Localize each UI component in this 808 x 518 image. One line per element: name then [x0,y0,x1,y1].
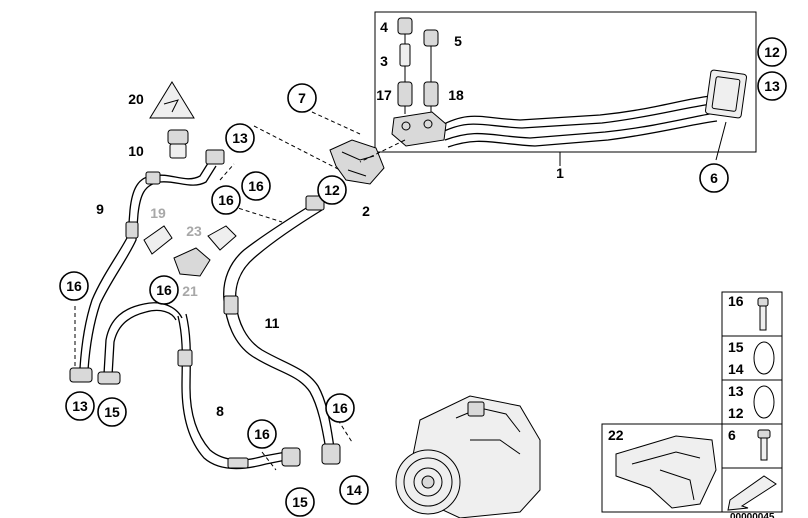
callout-19: 19 [150,205,166,221]
callout-15-bottom: 15 [285,487,315,517]
callout-13-top: 13 [225,123,255,153]
svg-text:13: 13 [232,130,248,146]
svg-text:15: 15 [292,494,308,510]
callout-5: 5 [454,33,462,49]
callout-17: 17 [376,87,392,103]
ac-pipe-assembly-part-1 [391,69,747,148]
ac-compressor-illustration [395,395,541,518]
svg-text:16: 16 [248,178,264,194]
svg-text:12: 12 [764,44,780,60]
callout-16-left: 16 [59,271,89,301]
leader-16-top [219,163,235,181]
callout-13-right: 13 [757,71,787,101]
callout-23: 23 [186,223,202,239]
flange-part-6 [705,69,747,119]
service-caps [397,17,439,114]
callout-20: 20 [128,91,144,107]
svg-text:16: 16 [66,278,82,294]
callout-9: 9 [96,201,104,217]
svg-text:14: 14 [728,361,744,377]
svg-text:13: 13 [728,383,744,399]
hose-part-15 [97,302,183,385]
legend-panel-6: 6 [721,423,783,469]
callout-2: 2 [362,203,370,219]
callout-18: 18 [448,87,464,103]
clip-part-19 [143,225,173,255]
leader-7 [311,111,361,135]
svg-text:15: 15 [728,339,744,355]
part-1-frame [374,11,757,153]
hose-part-11 [223,195,341,465]
warning-label-part-20 [149,81,195,119]
svg-text:12: 12 [728,405,744,421]
diagram-code: 00000045 [730,512,775,518]
svg-text:16: 16 [332,400,348,416]
callout-16-mid: 16 [211,185,241,215]
svg-text:22: 22 [608,427,624,443]
svg-text:13: 13 [764,78,780,94]
callout-21: 21 [182,283,198,299]
hose-part-9 [69,149,225,383]
leader-13 [253,125,341,171]
callout-12-right: 12 [757,37,787,67]
svg-text:14: 14 [346,482,362,498]
svg-text:13: 13 [72,398,88,414]
callout-10: 10 [128,143,144,159]
leader-6 [715,121,727,161]
svg-text:16: 16 [156,282,172,298]
leader-16-right [337,419,353,443]
callout-12-mid: 12 [317,175,347,205]
clip-part-23 [207,225,237,251]
svg-text:16: 16 [728,293,744,309]
callout-7: 7 [287,83,317,113]
callout-16-top: 16 [241,171,271,201]
callout-13-bottom: 13 [65,391,95,421]
legend-panel-13-12: 13 12 [721,379,783,425]
legend-panel-22: 22 [601,423,723,513]
legend-panel-15-14: 15 14 [721,335,783,381]
callout-3: 3 [380,53,388,69]
pressure-switch-part-10 [167,129,189,159]
svg-text:15: 15 [104,404,120,420]
callout-1: 1 [556,165,564,181]
callout-16-right: 16 [325,393,355,423]
hose-part-8 [177,313,301,470]
svg-text:12: 12 [324,182,340,198]
leader-block [359,139,406,163]
svg-text:16: 16 [218,192,234,208]
callout-16-bottom: 16 [247,419,277,449]
leader-16-bottom [261,451,277,471]
svg-text:7: 7 [298,90,306,106]
svg-text:16: 16 [254,426,270,442]
callout-11: 11 [265,315,280,331]
legend-panel-16: 16 [721,291,783,337]
callout-16-center: 16 [149,275,179,305]
callout-15-left: 15 [97,397,127,427]
callout-4: 4 [380,19,388,35]
callout-14: 14 [339,475,369,505]
callout-8: 8 [216,403,224,419]
callout-6: 6 [699,163,729,193]
svg-text:6: 6 [728,427,736,443]
pipe-block [391,111,447,147]
legend-arrow-panel [721,467,783,513]
svg-text:6: 6 [710,170,718,186]
clip-part-21 [173,247,211,277]
